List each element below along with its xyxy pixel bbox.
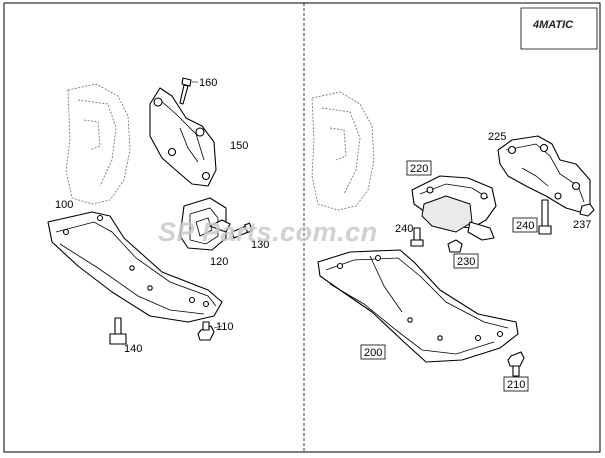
engine-block-ghost-right bbox=[311, 91, 375, 211]
callout-220: 220 bbox=[410, 163, 428, 175]
nut-230-icon bbox=[447, 239, 463, 253]
nut-110-icon bbox=[197, 321, 215, 341]
callout-150: 150 bbox=[230, 140, 248, 152]
crossmember-200 bbox=[317, 249, 519, 363]
4matic-badge: 4MATIC bbox=[520, 7, 598, 50]
mount-bracket-150 bbox=[149, 87, 217, 187]
4matic-badge-text: 4MATIC bbox=[532, 19, 574, 31]
right-panel: 225 220 240 240 237 230 200 210 bbox=[311, 91, 595, 392]
crossmember-100 bbox=[47, 211, 223, 323]
bolt-130-icon bbox=[231, 222, 253, 239]
callout-160: 160 bbox=[199, 77, 217, 89]
callout-100: 100 bbox=[55, 199, 73, 211]
callout-210-box bbox=[503, 376, 529, 392]
callout-120: 120 bbox=[210, 256, 228, 268]
mount-bracket-225 bbox=[497, 135, 591, 213]
watermark: SP Parts.com.cn bbox=[158, 217, 378, 247]
bolt-210-icon bbox=[507, 351, 525, 377]
callout-240-right: 240 bbox=[516, 220, 534, 232]
callout-240-right-box bbox=[512, 217, 538, 233]
bolt-160-icon bbox=[179, 77, 192, 105]
bolt-240-left-icon bbox=[410, 227, 424, 247]
callout-230-box bbox=[453, 253, 479, 269]
callout-240-left: 240 bbox=[395, 223, 413, 235]
rubber-mount-120 bbox=[179, 197, 231, 251]
nut-237-icon bbox=[579, 203, 595, 217]
callout-225: 225 bbox=[488, 131, 506, 143]
bolt-240-right-icon bbox=[538, 199, 552, 235]
callout-210: 210 bbox=[507, 379, 525, 391]
diagram-frame bbox=[3, 2, 601, 453]
callout-110: 110 bbox=[216, 321, 234, 333]
bolt-140-icon bbox=[109, 317, 127, 345]
left-panel: 160 150 100 120 130 110 140 bbox=[47, 77, 269, 355]
mount-220 bbox=[411, 175, 497, 241]
callout-220-box bbox=[406, 160, 432, 176]
callout-130: 130 bbox=[251, 239, 269, 251]
callout-200: 200 bbox=[364, 347, 382, 359]
callout-237: 237 bbox=[573, 219, 591, 231]
callout-230: 230 bbox=[457, 256, 475, 268]
engine-block-ghost bbox=[65, 83, 131, 205]
callout-200-box bbox=[360, 344, 386, 360]
callout-140: 140 bbox=[124, 343, 142, 355]
